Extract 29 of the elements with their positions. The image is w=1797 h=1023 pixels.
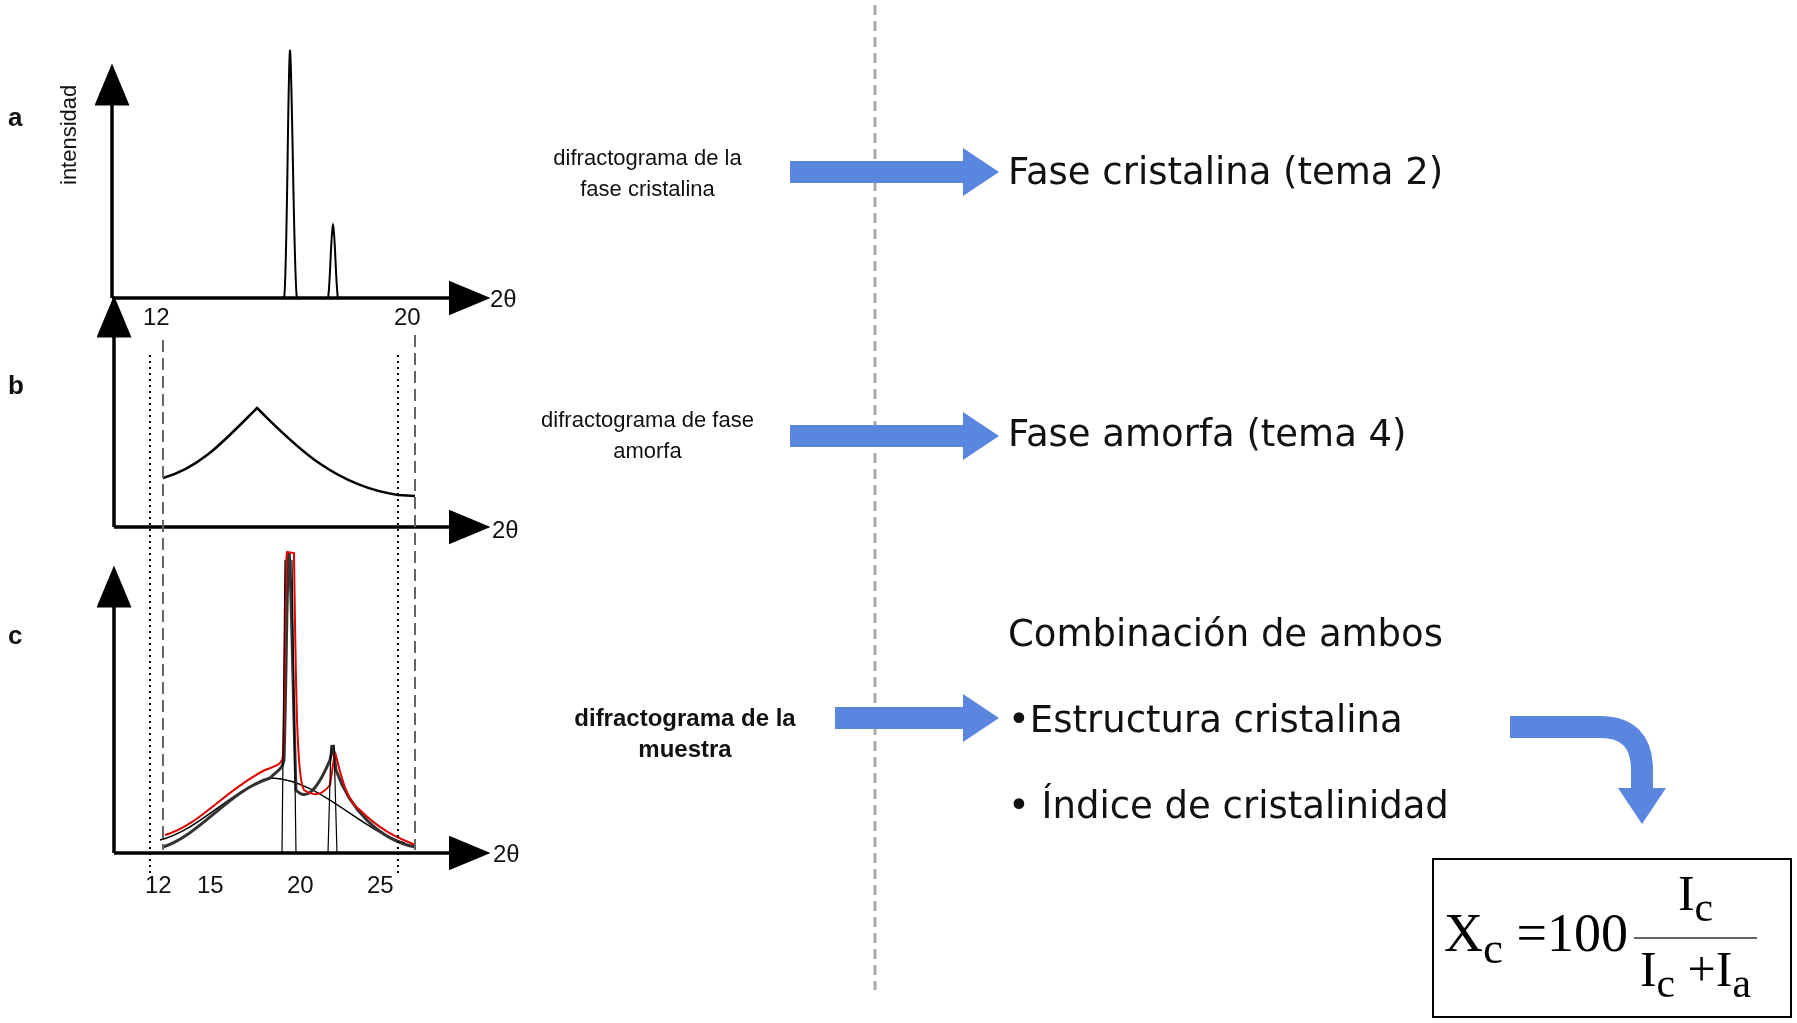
block-arrow	[835, 694, 999, 742]
tick-label: 20	[394, 305, 421, 329]
tick-label: 20	[287, 873, 314, 897]
panel-label: c	[8, 620, 23, 651]
tick-label: 25	[367, 873, 394, 897]
description-text: difractograma de la fase cristalina	[530, 142, 765, 204]
description-text: difractograma de la muestra	[540, 702, 830, 764]
tick-label: 12	[143, 305, 170, 329]
numerator-text: I$_{c}$	[1676, 864, 1715, 932]
axis-label: 2θ	[490, 287, 517, 311]
axis-label: intensidad	[58, 84, 80, 185]
description-text: difractograma de fase amorfa	[530, 404, 765, 466]
axis-label: 2θ	[493, 842, 520, 866]
panel-label: a	[8, 102, 23, 133]
block-arrow	[790, 148, 999, 196]
block-arrow	[790, 412, 999, 460]
tick-label: 15	[197, 873, 224, 897]
formula-text: X$_{c}$ =100	[1444, 902, 1628, 974]
phase-text: Fase amorfa (tema 4)	[1008, 412, 1407, 455]
heading-text: Combinación de ambos	[1008, 612, 1443, 655]
bullet-text: •Estructura cristalina	[1008, 698, 1403, 741]
bullet-text: • Índice de cristalinidad	[1008, 784, 1449, 827]
phase-text: Fase cristalina (tema 2)	[1008, 150, 1444, 193]
axis-label: 2θ	[492, 518, 519, 542]
denominator-text: I$_{c}$ +I$_{a}$	[1638, 940, 1752, 1008]
tick-label: 12	[145, 873, 172, 897]
panel-label: b	[8, 370, 24, 401]
formula-box	[1432, 858, 1792, 1018]
block-arrow	[1510, 716, 1666, 824]
